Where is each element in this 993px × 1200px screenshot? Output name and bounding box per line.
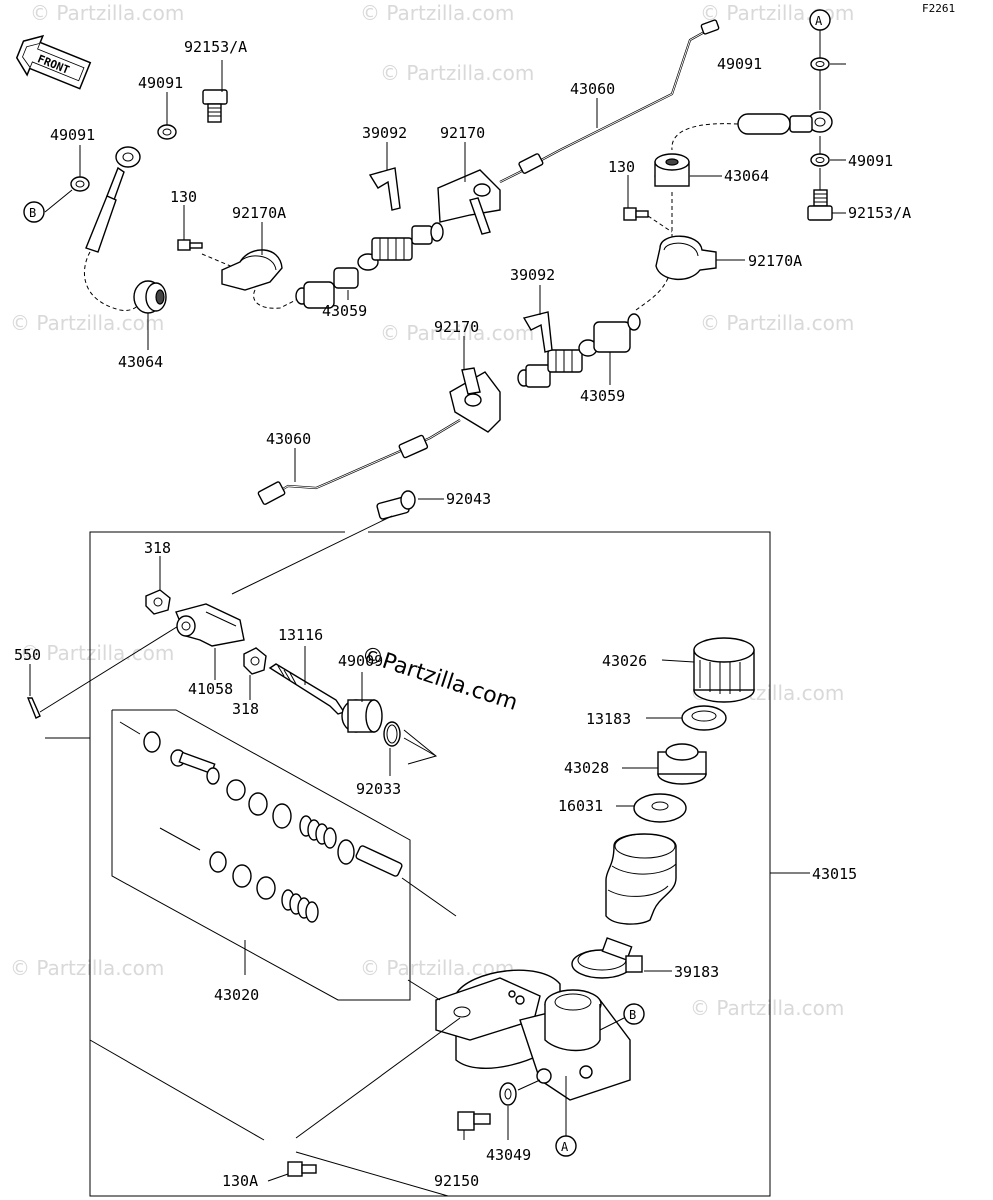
bolt-icon [457,1111,491,1131]
watermark: © Partzilla.com [700,311,854,335]
watermark: © Partzilla.com [360,1,514,25]
pushrod-icon [268,663,346,715]
watermark: © Partzilla.com [20,641,174,665]
reservoir-cap-icon [693,637,755,703]
watermark: © Partzilla.com [10,311,164,335]
part-label: 92170 [440,124,485,142]
watermark: © Partzilla.com [380,61,534,85]
part-label: 92043 [446,490,491,508]
banjo-bolt-icon [807,189,833,221]
svg-text:B: B [629,1008,636,1022]
callout-a-top: A [809,9,831,31]
cotter-pin-icon [26,697,41,719]
cable-end-icon [295,222,444,309]
watermark: © Partzilla.com [30,1,184,25]
callout-b-cylinder: B [623,1003,645,1025]
watermark: © Partzilla.com [690,996,844,1020]
watermark: © Partzilla.com [700,1,854,25]
washer-icon [499,1082,517,1106]
part-label: 49091 [717,55,762,73]
part-label: 49091 [50,126,95,144]
callout-a-bottom: A [555,1135,577,1157]
part-label: 13183 [586,710,631,728]
clip-icon [368,167,401,211]
part-label: 130 [170,188,197,206]
part-label: 43049 [486,1146,531,1164]
clip-icon [522,311,553,353]
svg-text:B: B [29,206,36,220]
clamp-icon [655,235,717,280]
part-label: 130A [222,1172,258,1190]
diaphragm-plate-icon [681,705,727,731]
part-label: 92150 [434,1172,479,1190]
bolt-icon [287,1161,317,1177]
front-arrow-icon: FRONT [15,34,92,90]
part-label: 41058 [188,680,233,698]
part-label: 92153/A [184,38,247,56]
part-label: 92170A [232,204,286,222]
clevis-icon [175,603,245,647]
grommet-icon [133,280,167,314]
cable-end-icon [517,313,641,388]
piston-kit-frame [111,709,411,1001]
callout-b-left: B [23,201,45,223]
part-label: 43060 [266,430,311,448]
banjo-bolt-icon [202,89,228,123]
part-label: 13116 [278,626,323,644]
part-label: 49009 [338,652,383,670]
pushrod-boot-icon [376,490,416,520]
part-label: 49091 [138,74,183,92]
part-label: 92170A [748,252,802,270]
part-label: 39183 [674,963,719,981]
bolt-icon [623,207,649,221]
clamp-icon [221,249,283,291]
bolt-icon [177,239,203,251]
part-labels: 92153/A 49091 49091 130 92170A 43064 390… [14,38,911,1190]
hose-clamp-icon [571,937,643,979]
reservoir-icon [605,833,677,925]
master-cylinder-icon [435,969,631,1101]
diaphragm-icon [657,743,707,785]
dust-boot-icon [341,699,383,733]
part-label: 43028 [564,759,609,777]
nut-icon [243,647,267,675]
piston-kit-icon [143,731,457,923]
part-label: 550 [14,646,41,664]
part-label: 39092 [362,124,407,142]
part-label: 43059 [322,302,367,320]
part-label: 49091 [848,152,893,170]
part-label: 43064 [724,167,769,185]
part-label: 39092 [510,266,555,284]
nut-icon [145,589,171,615]
grommet-icon [654,153,690,187]
part-label: 318 [232,700,259,718]
svg-text:A: A [815,14,823,28]
svg-text:A: A [561,1140,569,1154]
brake-cable-icon [499,19,720,183]
diagram-code: F2261 [922,2,955,15]
bracket-icon [449,367,501,433]
part-label: 92153/A [848,204,911,222]
part-label: 43026 [602,652,647,670]
part-label: 43059 [580,387,625,405]
part-label: 92170 [434,318,479,336]
circlip-icon [383,721,401,747]
watermark: © Partzilla.com [380,321,534,345]
brake-cable-icon [257,419,461,505]
brake-hose-icon [737,111,833,135]
part-label: 43020 [214,986,259,1004]
part-label: 92033 [356,780,401,798]
part-label: 43060 [570,80,615,98]
watermark: © Partzilla.com [10,956,164,980]
part-label: 130 [608,158,635,176]
assembly-frame [89,531,771,1197]
washer-icon [633,793,687,823]
part-label: 43015 [812,865,857,883]
part-label: 16031 [558,797,603,815]
bracket-icon [437,169,501,235]
brake-hose-icon [85,146,141,253]
part-label: 43064 [118,353,163,371]
part-label: 318 [144,539,171,557]
